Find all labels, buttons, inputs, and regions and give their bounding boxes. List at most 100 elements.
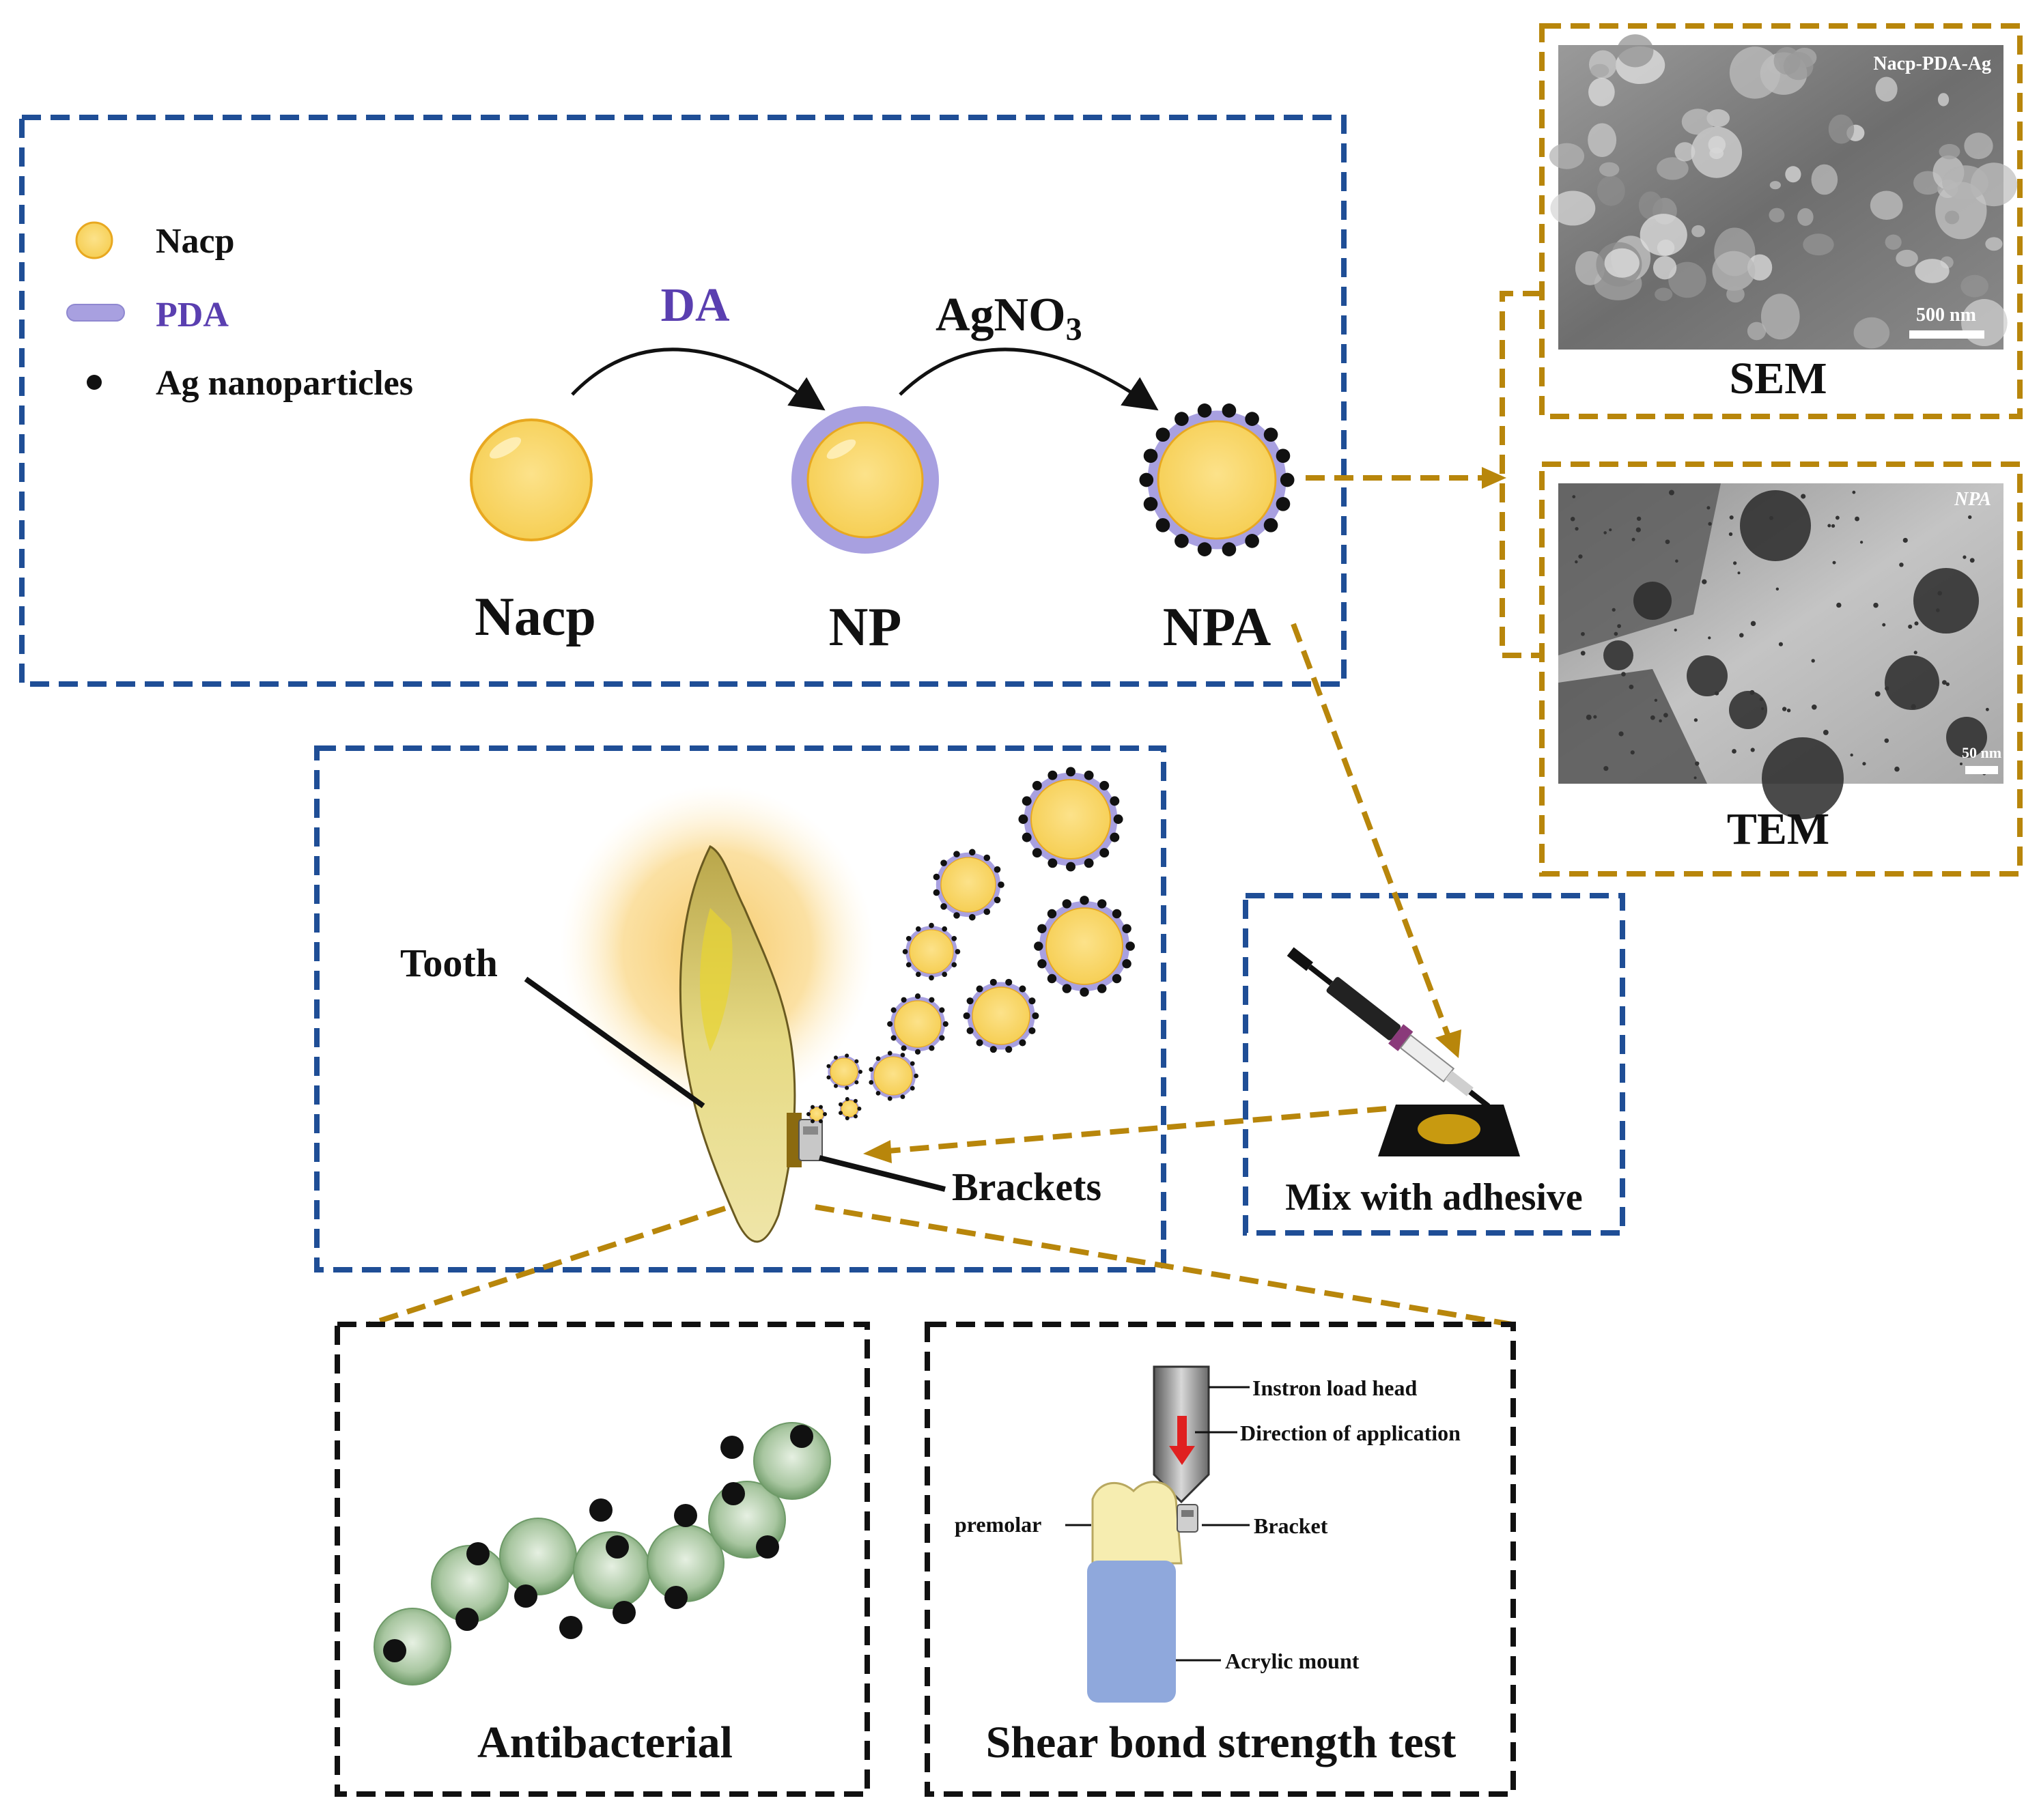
load-arrow-head xyxy=(1169,1446,1195,1465)
tem-dark-region xyxy=(1558,483,1721,655)
tem-speck xyxy=(1614,631,1618,636)
ag-nanoparticle xyxy=(1112,973,1122,984)
shear-leaders xyxy=(1065,1386,1250,1662)
npa-to-mix-arrowhead xyxy=(1435,1029,1461,1058)
tem-speck xyxy=(1832,560,1836,565)
tem-speck xyxy=(1759,697,1763,702)
ag-nanoparticle xyxy=(1197,403,1212,418)
mount-label: Acrylic mount xyxy=(1225,1649,1360,1673)
tem-speck xyxy=(1963,555,1967,559)
ag-nanoparticle xyxy=(1155,427,1170,442)
tem-speck xyxy=(1942,680,1947,685)
ag-nanoparticle xyxy=(857,1107,862,1111)
ag-nanoparticle xyxy=(1062,899,1072,909)
tem-speck xyxy=(1884,738,1889,743)
sem-grain xyxy=(1769,181,1781,190)
tem-speck xyxy=(1937,591,1943,596)
sem-grain xyxy=(1616,34,1654,68)
ag-nanoparticle xyxy=(1175,534,1189,548)
sem-grain xyxy=(1785,166,1801,183)
sem-grain xyxy=(1638,191,1663,220)
ag-nanoparticle xyxy=(994,866,1001,873)
shear-caption: Shear bond strength test xyxy=(986,1718,1457,1767)
stream-particle xyxy=(826,1053,862,1090)
sem-grain xyxy=(1760,294,1800,340)
tem-speck xyxy=(1882,623,1886,627)
ag-nanoparticle xyxy=(858,1070,862,1074)
agno3-reagent-label: AgNO3 xyxy=(936,289,1082,347)
ag-nanoparticle xyxy=(1099,848,1110,858)
tem-speck xyxy=(1761,707,1764,711)
ag-nanoparticle xyxy=(613,1601,636,1624)
tem-speck xyxy=(1823,730,1829,735)
tem-speck xyxy=(1899,563,1904,567)
tem-speck xyxy=(1586,714,1592,720)
sem-grain xyxy=(1640,214,1687,256)
ag-nanoparticle xyxy=(1084,770,1094,780)
tem-particle xyxy=(1946,717,1987,758)
tem-speck xyxy=(1654,698,1658,702)
brackets-label: Brackets xyxy=(952,1165,1101,1209)
bracket-hardware xyxy=(798,1119,823,1161)
tem-speck xyxy=(1659,719,1662,723)
sem-grain xyxy=(1691,225,1705,238)
tem-speck xyxy=(1750,621,1756,627)
tem-speck xyxy=(1985,707,1989,711)
ag-nanoparticle xyxy=(900,1053,905,1057)
ag-nanoparticle xyxy=(902,949,908,954)
ag-nanoparticle xyxy=(929,975,934,981)
tem-speck xyxy=(1631,537,1635,541)
tem-speck xyxy=(1674,628,1677,631)
ag-nanoparticle xyxy=(1028,997,1036,1005)
sem-grain xyxy=(1783,52,1814,81)
sem-scale-bar xyxy=(1909,330,1984,339)
tem-scale-bar xyxy=(1965,766,1998,774)
tem-speck xyxy=(1835,515,1840,520)
tem-speck xyxy=(1635,527,1641,532)
tem-speck xyxy=(1801,494,1806,499)
mix-to-tooth-arrowhead xyxy=(863,1140,892,1163)
tem-scale-label: 50 nm xyxy=(1962,744,2001,761)
tem-speck xyxy=(1914,621,1919,626)
tem-speck xyxy=(1945,682,1950,686)
sem-grain xyxy=(1828,114,1855,144)
ag-nanoparticle xyxy=(834,1055,838,1060)
tem-speck xyxy=(1850,753,1853,757)
tem-particle xyxy=(1762,737,1844,819)
ag-nanoparticle xyxy=(1047,909,1057,919)
tem-speck xyxy=(1894,766,1900,772)
ag-nanoparticle xyxy=(1122,924,1131,934)
sem-grain xyxy=(1681,109,1715,135)
ag-nanoparticle xyxy=(1097,899,1107,909)
tem-speck xyxy=(1621,672,1626,677)
load-arrow-shaft xyxy=(1177,1416,1187,1449)
tem-speck xyxy=(1575,560,1578,564)
tem-panel-border xyxy=(1539,461,2023,877)
ag-nanoparticle xyxy=(854,1080,859,1085)
agno3-arrow xyxy=(899,347,1159,411)
sem-grain xyxy=(1937,93,1950,106)
stream-particle xyxy=(869,1051,918,1101)
ag-nanoparticle xyxy=(968,913,976,921)
ag-nanoparticle xyxy=(1263,427,1278,442)
sem-texture xyxy=(1549,34,2018,349)
sem-grain xyxy=(1653,256,1677,280)
ag-nanoparticle xyxy=(875,1056,881,1061)
ag-nanoparticle xyxy=(823,1112,827,1116)
ag-nanoparticle xyxy=(1005,978,1013,986)
bacteria-chain xyxy=(374,1422,831,1686)
bacterium xyxy=(374,1608,451,1686)
ag-nanoparticle xyxy=(953,912,960,919)
ag-nanoparticle xyxy=(845,1116,849,1121)
tem-speck xyxy=(1913,651,1917,655)
ag-nanoparticle xyxy=(664,1586,688,1609)
ag-nanoparticle xyxy=(940,859,947,866)
tem-speck xyxy=(1885,686,1889,691)
ag-nanoparticle xyxy=(887,1096,892,1101)
microscopy-arrowhead xyxy=(1482,467,1506,489)
ag-nanoparticle xyxy=(963,1012,970,1020)
tem-speck xyxy=(1775,587,1780,591)
premolar-label: premolar xyxy=(955,1512,1041,1537)
ag-nanoparticle xyxy=(806,1112,811,1116)
ag-nanoparticle xyxy=(853,1114,858,1119)
